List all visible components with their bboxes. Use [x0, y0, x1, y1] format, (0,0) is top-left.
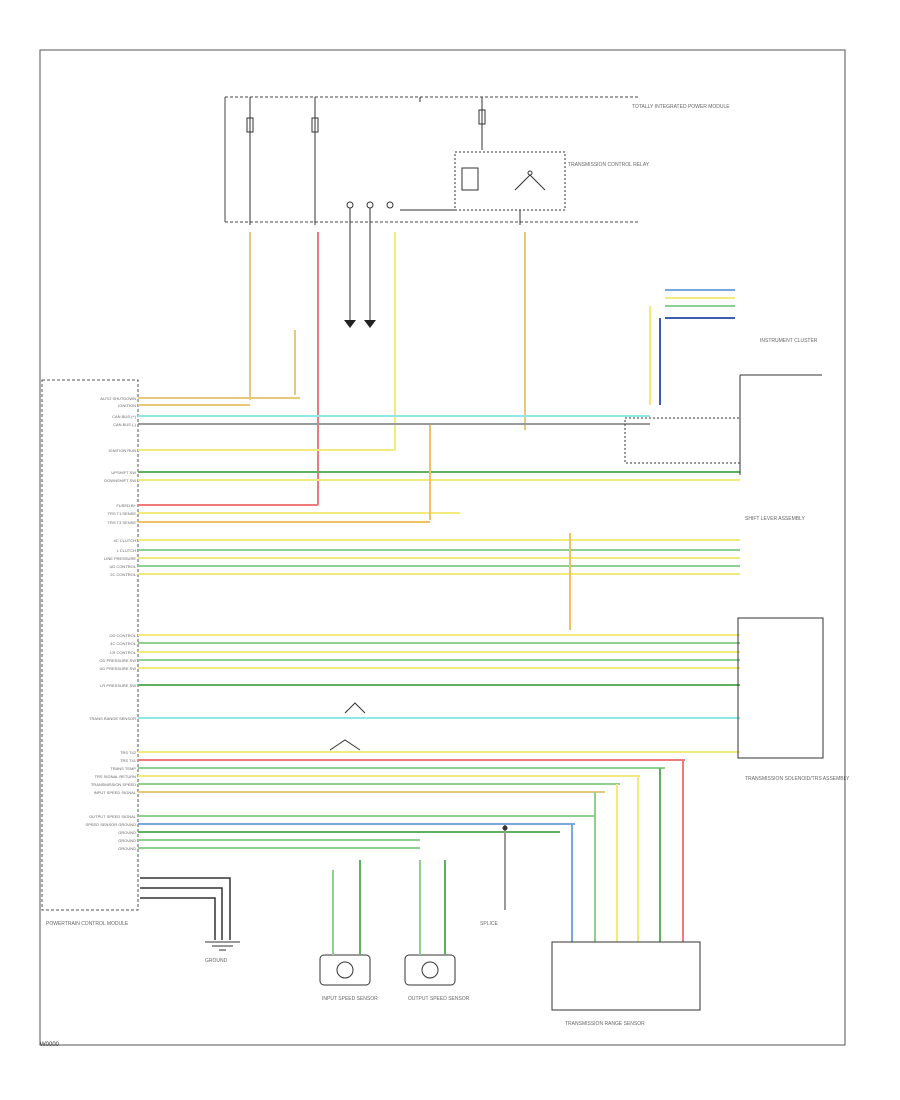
- splice-connectors: [344, 201, 394, 328]
- vertical-feeds: [249, 232, 526, 505]
- output-speed-sensor: OUTPUT SPEED SENSOR: [404, 860, 470, 1002]
- shift-lever-assembly: SHIFT LEVER ASSEMBLY: [624, 374, 822, 522]
- pcm-pin-label: TRANS RANGE SENSOR: [89, 716, 136, 721]
- output-sensor-label: OUTPUT SPEED SENSOR: [408, 996, 470, 1002]
- pcm-pin-label: GROUND: [118, 830, 136, 835]
- pcm-pin-label: LINE PRESSURE: [104, 556, 136, 561]
- fuse-block-label: TOTALLY INTEGRATED POWER MODULE: [632, 104, 730, 110]
- pcm-pin-label: TRS T1 SENSE: [108, 511, 137, 516]
- range-sensor-drops: [571, 760, 684, 942]
- relay-label: TRANSMISSION CONTROL RELAY: [568, 162, 650, 168]
- pcm-pin-label: AUTO SHUTDOWN: [100, 396, 136, 401]
- pcm-module: POWERTRAIN CONTROL MODULE: [41, 379, 139, 927]
- splice-markers: [329, 702, 366, 751]
- pcm-pin-label: INPUT SPEED SIGNAL: [94, 790, 137, 795]
- footer-code: W0000: [40, 1042, 60, 1048]
- pcm-pin-label: GROUND: [118, 846, 136, 851]
- pcm-pin-label: OD PRESSURE SW: [99, 658, 136, 663]
- pcm-pin-label: TRS T41: [120, 758, 137, 763]
- pcm-pin-label: OUTPUT SPEED SIGNAL: [89, 814, 137, 819]
- diagram-border: [39, 49, 846, 1046]
- pcm-pin-label: LR PRESSURE SW: [100, 683, 136, 688]
- fuse-f1: [246, 97, 254, 225]
- pcm-pin-label: CAN BUS (+): [112, 414, 137, 419]
- solenoid-label: TRANSMISSION SOLENOID/TRS ASSEMBLY: [745, 776, 850, 782]
- ground-symbol: GROUND: [140, 877, 240, 964]
- pcm-pin-label: L CLUTCH: [117, 548, 137, 553]
- pcm-pin-label: 4C CONTROL: [110, 641, 137, 646]
- pcm-pin-label: OD CONTROL: [109, 633, 136, 638]
- pcm-pin-label: 4C CLUTCH: [114, 538, 137, 543]
- input-sensor-label: INPUT SPEED SENSOR: [322, 996, 378, 1002]
- pcm-pin-label: IGNITION: [118, 403, 136, 408]
- pcm-pin-label: FUSED B+: [116, 503, 136, 508]
- pcm-pin-label: TRANSMISSION SPEED: [91, 782, 136, 787]
- shift-lever-label: SHIFT LEVER ASSEMBLY: [745, 516, 806, 522]
- pcm-pin-label: UD CONTROL: [110, 564, 137, 569]
- pcm-pin-label: SPEED SENSOR GROUND: [86, 822, 137, 827]
- pcm-pin-label: TRS T3 SENSE: [108, 520, 137, 525]
- ground-label: GROUND: [205, 958, 228, 964]
- pcm-pin-label: LR CONTROL: [110, 650, 137, 655]
- pcm-pin-label: IGNITION RUN: [108, 448, 136, 453]
- splice-label: SPLICE: [480, 921, 498, 927]
- pcm-pin-label: CAN BUS (-): [113, 422, 137, 427]
- pcm-label: POWERTRAIN CONTROL MODULE: [46, 921, 129, 927]
- pcm-pin-label: UD PRESSURE SW: [100, 666, 137, 671]
- pcm-pin-label: DOWNSHIFT SW: [104, 478, 136, 483]
- splice-dot: SPLICE: [480, 825, 508, 927]
- transmission-relay: TRANSMISSION CONTROL RELAY: [400, 151, 650, 225]
- range-sensor-label: TRANSMISSION RANGE SENSOR: [565, 1021, 645, 1027]
- pcm-pin-label: UPSHIFT SW: [111, 470, 136, 475]
- input-speed-sensor: INPUT SPEED SENSOR: [319, 860, 378, 1002]
- fuse-block: TOTALLY INTEGRATED POWER MODULE: [224, 96, 730, 225]
- cluster-connector: INSTRUMENT CLUSTER: [649, 289, 818, 405]
- pcm-pin-label: GROUND: [118, 838, 136, 843]
- pcm-pin-label: TRANS TEMP: [110, 766, 136, 771]
- pcm-pin-label: TRS SIGNAL RETURN: [95, 774, 137, 779]
- harness-wires: AUTO SHUTDOWN IGNITION CAN BUS (+) CAN BUS …: [86, 396, 740, 851]
- fuse-f2: [311, 97, 319, 225]
- solenoid-assembly: TRANSMISSION SOLENOID/TRS ASSEMBLY: [737, 617, 850, 782]
- range-sensor-connector: TRANSMISSION RANGE SENSOR: [551, 941, 701, 1027]
- pcm-pin-label: TRS T42: [120, 750, 137, 755]
- cluster-label: INSTRUMENT CLUSTER: [760, 338, 818, 344]
- pcm-pin-label: 2C CONTROL: [110, 572, 137, 577]
- fuse-f3: [478, 97, 486, 150]
